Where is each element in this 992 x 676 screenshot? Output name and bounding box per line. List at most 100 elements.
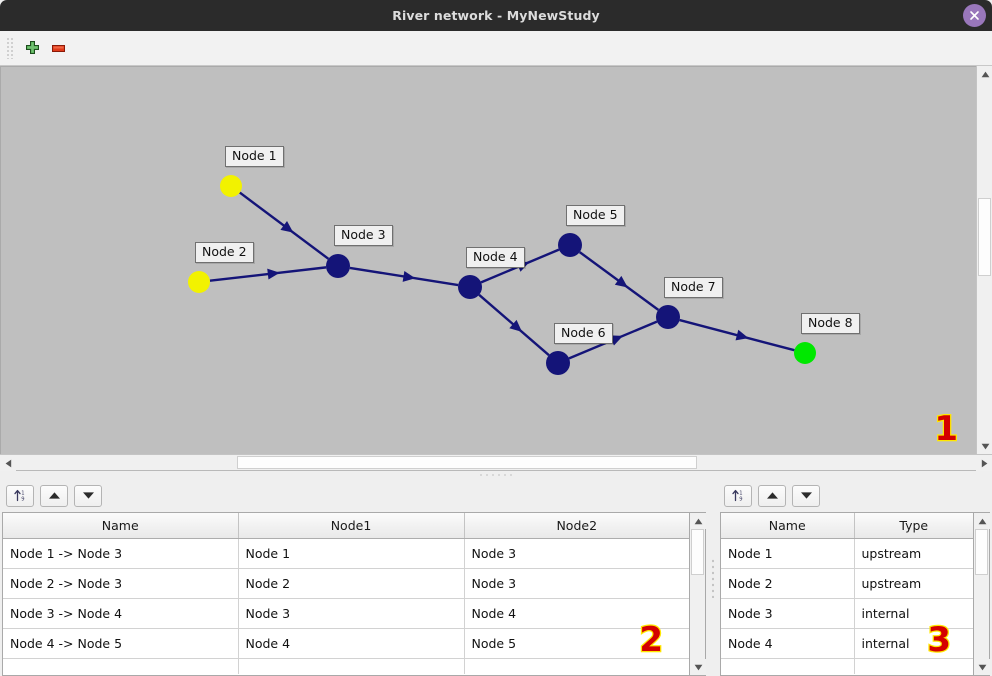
table-cell[interactable]: Node 3 xyxy=(238,598,465,629)
table-row-empty[interactable] xyxy=(721,658,973,674)
graph-node-label-node-3[interactable]: Node 3 xyxy=(334,225,393,246)
scroll-up-button[interactable] xyxy=(977,66,992,82)
title-bar: River network - MyNewStudy xyxy=(0,0,992,31)
reaches-scroll-up-button[interactable] xyxy=(690,513,706,529)
nodes-vscroll-track[interactable] xyxy=(974,529,989,659)
nodes-vertical-scrollbar[interactable] xyxy=(974,512,990,676)
table-cell[interactable]: Node 2 xyxy=(238,568,465,599)
vertical-splitter[interactable] xyxy=(708,479,718,676)
reaches-sort-button[interactable]: 1 9 xyxy=(6,484,34,507)
table-cell[interactable]: Node 3 xyxy=(464,568,689,599)
graph-node-label-node-1[interactable]: Node 1 xyxy=(225,146,284,167)
graph-node-label-node-6[interactable]: Node 6 xyxy=(554,323,613,344)
canvas-vscroll-track[interactable] xyxy=(977,82,992,438)
graph-node-node-7[interactable] xyxy=(656,305,680,329)
reaches-move-down-button[interactable] xyxy=(74,484,102,507)
column-header-node2[interactable]: Node2 xyxy=(464,513,689,539)
column-header-type[interactable]: Type xyxy=(854,513,973,539)
scroll-down-button[interactable] xyxy=(977,438,992,454)
scroll-left-button[interactable] xyxy=(0,455,16,471)
nodes-move-up-button[interactable] xyxy=(758,484,786,507)
table-row-empty[interactable] xyxy=(3,658,689,674)
table-cell[interactable]: Node 4 xyxy=(464,598,689,629)
reaches-scroll-down-button[interactable] xyxy=(690,659,706,675)
table-cell[interactable]: upstream xyxy=(854,568,973,599)
reaches-vscroll-track[interactable] xyxy=(690,529,705,659)
graph-node-label-node-2[interactable]: Node 2 xyxy=(195,242,254,263)
table-cell[interactable]: Node 3 -> Node 4 xyxy=(3,598,239,629)
table-cell[interactable]: internal xyxy=(854,598,973,629)
table-cell[interactable]: Node 5 xyxy=(464,628,689,659)
column-header-node1[interactable]: Node1 xyxy=(238,513,465,539)
table-cell[interactable]: Node 1 -> Node 3 xyxy=(3,538,239,569)
nodes-scroll-down-button[interactable] xyxy=(974,659,990,675)
graph-node-label-node-7[interactable]: Node 7 xyxy=(664,277,723,298)
graph-node-node-6[interactable] xyxy=(546,351,570,375)
table-cell[interactable]: Node 4 xyxy=(721,628,855,659)
table-cell[interactable]: Node 2 -> Node 3 xyxy=(3,568,239,599)
table-cell[interactable]: Node 4 xyxy=(238,628,465,659)
canvas-hscroll-thumb[interactable] xyxy=(237,456,697,469)
table-cell[interactable]: internal xyxy=(854,628,973,659)
scroll-right-button[interactable] xyxy=(976,455,992,471)
table-cell[interactable]: Node 1 xyxy=(238,538,465,569)
chevron-down-icon xyxy=(694,664,702,670)
table-cell[interactable]: Node 3 xyxy=(721,598,855,629)
chevron-up-icon xyxy=(981,71,989,77)
graph-node-node-2[interactable] xyxy=(188,271,210,293)
nodes-sort-button[interactable]: 1 9 xyxy=(724,484,752,507)
graph-node-node-1[interactable] xyxy=(220,175,242,197)
table-cell[interactable]: Node 1 xyxy=(721,538,855,569)
reaches-move-up-button[interactable] xyxy=(40,484,68,507)
graph-edge-arrow xyxy=(509,319,523,332)
toolbar-drag-handle[interactable] xyxy=(6,37,14,59)
graph-node-label-node-8[interactable]: Node 8 xyxy=(801,313,860,334)
horizontal-splitter[interactable] xyxy=(0,470,992,479)
graph-node-node-8[interactable] xyxy=(794,342,816,364)
canvas-hscroll-track[interactable] xyxy=(16,455,976,470)
reaches-vertical-scrollbar[interactable] xyxy=(690,512,706,676)
reaches-vscroll-thumb[interactable] xyxy=(691,529,704,575)
table-cell[interactable]: Node 2 xyxy=(721,568,855,599)
add-node-button[interactable] xyxy=(19,35,45,61)
graph-node-label-node-5[interactable]: Node 5 xyxy=(566,205,625,226)
remove-node-button[interactable] xyxy=(45,35,71,61)
graph-canvas[interactable]: Node 1 Node 2 Node 3 Node 4 Node 5 Node 6 Node… xyxy=(0,66,976,454)
canvas-horizontal-scrollbar[interactable] xyxy=(0,454,992,471)
table-cell[interactable]: upstream xyxy=(854,538,973,569)
canvas-vscroll-thumb[interactable] xyxy=(978,198,991,276)
close-icon xyxy=(970,11,979,20)
graph-node-node-5[interactable] xyxy=(558,233,582,257)
canvas-vertical-scrollbar[interactable] xyxy=(976,66,992,454)
table-cell[interactable]: Node 4 -> Node 5 xyxy=(3,628,239,659)
column-header-name[interactable]: Name xyxy=(3,513,239,539)
column-header-name[interactable]: Name xyxy=(721,513,855,539)
svg-text:9: 9 xyxy=(21,496,24,502)
graph-node-label-node-4[interactable]: Node 4 xyxy=(466,247,525,268)
graph-node-node-3[interactable] xyxy=(326,254,350,278)
nodes-vscroll-thumb[interactable] xyxy=(975,529,988,575)
nodes-toolbar: 1 9 xyxy=(718,479,992,512)
chevron-down-icon xyxy=(981,443,989,449)
graph-node-node-4[interactable] xyxy=(458,275,482,299)
nodes-move-down-button[interactable] xyxy=(792,484,820,507)
close-button[interactable] xyxy=(963,4,986,27)
table-cell[interactable]: Node 3 xyxy=(464,538,689,569)
nodes-scroll-up-button[interactable] xyxy=(974,513,990,529)
